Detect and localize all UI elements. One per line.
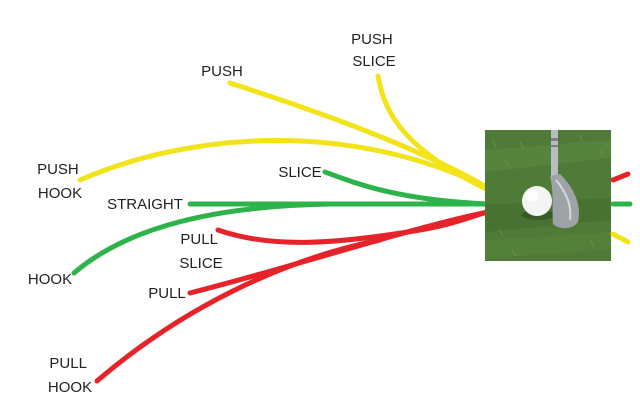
hook-path bbox=[71, 201, 333, 276]
golf-photo bbox=[485, 130, 611, 261]
shot-labels: PUSH SLICE PUSH PUSH HOOK SLICE STRAIGHT… bbox=[28, 31, 397, 396]
label-push-hook: PUSH HOOK bbox=[37, 161, 83, 202]
push-hook-path bbox=[77, 138, 491, 191]
label-hook: HOOK bbox=[28, 271, 72, 288]
trajectory-lines bbox=[71, 73, 491, 384]
pull-hook-path bbox=[94, 237, 383, 384]
slice-path bbox=[322, 169, 491, 207]
label-push: PUSH bbox=[201, 63, 243, 80]
label-slice: SLICE bbox=[278, 164, 321, 181]
label-push-slice: PUSH SLICE bbox=[351, 31, 397, 70]
club-head-icon bbox=[550, 174, 580, 229]
label-pull: PULL bbox=[148, 285, 186, 302]
label-pull-hook: PULL HOOK bbox=[48, 355, 92, 396]
push-slice-path bbox=[375, 73, 491, 193]
yellow-continuation bbox=[610, 231, 631, 245]
golf-ball-icon bbox=[522, 186, 552, 216]
label-straight: STRAIGHT bbox=[107, 196, 183, 213]
label-pull-slice: PULL SLICE bbox=[179, 231, 222, 272]
red-continuation bbox=[610, 171, 631, 183]
pull-slice-path bbox=[215, 209, 491, 245]
trajectory-continuations bbox=[610, 171, 633, 245]
pull-path bbox=[187, 209, 491, 296]
club-shaft-icon bbox=[551, 130, 558, 178]
